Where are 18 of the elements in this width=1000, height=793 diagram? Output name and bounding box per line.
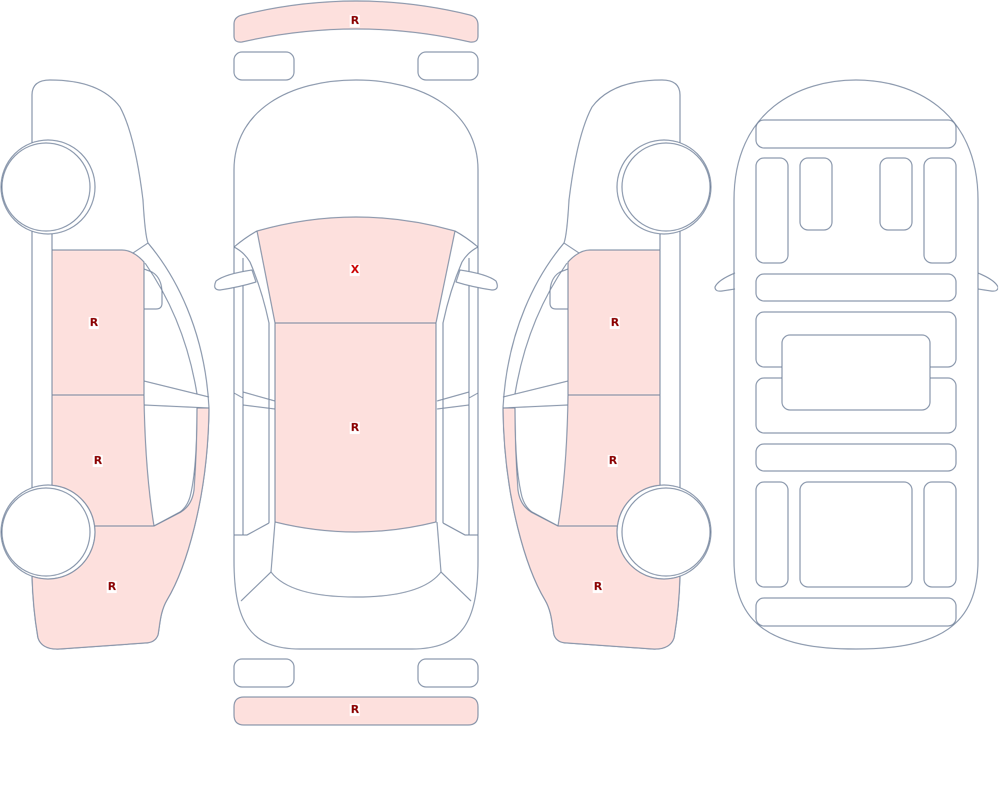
- panel-code: R: [608, 455, 618, 467]
- roof: [274, 322, 437, 533]
- panel-code: X: [350, 264, 360, 276]
- front-bumper: [233, 0, 479, 44]
- panel-code: R: [592, 581, 604, 593]
- rear-door: [557, 394, 661, 527]
- panel-code: R: [350, 704, 360, 716]
- panel-code: R: [610, 317, 620, 329]
- panel-code: R: [88, 317, 100, 329]
- rear-bumper: [233, 696, 479, 726]
- panel-code: R: [350, 422, 360, 434]
- panel-code: R: [92, 455, 104, 467]
- front-door: [567, 249, 661, 396]
- rear-door: [51, 394, 155, 527]
- panel-code: R: [350, 15, 360, 27]
- windshield: [256, 216, 456, 324]
- panel-code: R: [106, 581, 118, 593]
- front-door: [51, 249, 145, 396]
